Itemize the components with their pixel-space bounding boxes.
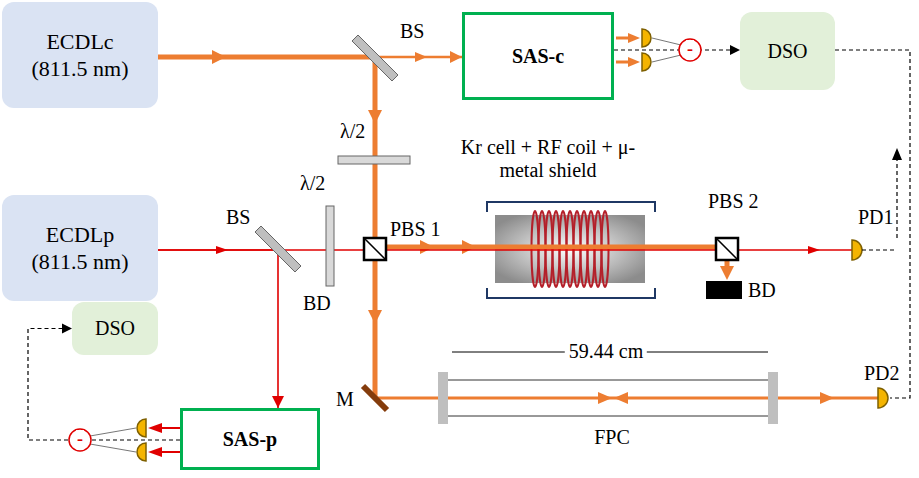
signal-line	[862, 249, 897, 250]
node-text: (811.5 nm)	[32, 55, 129, 83]
node-text: DSO	[767, 39, 807, 64]
laser-box: ECDLp(811.5 nm)	[2, 195, 158, 301]
half-wave-plate	[338, 156, 410, 164]
spectroscopy-box: SAS-p	[180, 408, 320, 470]
wire	[90, 444, 136, 452]
beam	[162, 427, 180, 429]
subtractor	[69, 429, 91, 451]
node-text: SAS-c	[512, 44, 564, 69]
part-label: Kr cell + RF coil + μ-metal shield	[441, 136, 655, 182]
subtractor-sign: -	[686, 40, 694, 58]
beam-arrow	[820, 392, 834, 404]
beam-arrow	[148, 447, 162, 457]
signal-line	[835, 50, 910, 398]
part-label: λ/2	[340, 120, 365, 143]
beam-arrow	[216, 246, 228, 254]
laser-box: ECDLc(811.5 nm)	[2, 2, 158, 108]
oscilloscope-box: DSO	[740, 12, 835, 90]
beam-arrow	[808, 246, 820, 254]
part-label: 59.44 cm	[565, 340, 647, 363]
beam	[616, 37, 630, 40]
oscilloscope-box: DSO	[72, 302, 158, 355]
pbs-cube	[364, 238, 386, 260]
beam-splitter	[255, 226, 301, 272]
beam-arrow	[415, 52, 427, 62]
probe-beam	[158, 249, 852, 251]
photodiode	[137, 443, 146, 461]
half-wave-plate	[326, 206, 334, 286]
cavity-mirror	[768, 372, 778, 424]
mirror	[363, 386, 387, 410]
part-label: PBS 2	[708, 190, 759, 213]
part-label: BS	[226, 206, 250, 229]
node-text: DSO	[95, 316, 135, 341]
beam-splitter	[352, 35, 398, 81]
node-text: (811.5 nm)	[32, 248, 129, 276]
beam-arrow	[628, 33, 640, 43]
beam-arrow	[368, 110, 382, 124]
node-text: ECDLp	[46, 221, 114, 249]
subtractor-sign: -	[76, 430, 84, 448]
pbs-diagonal	[364, 238, 386, 260]
cavity-spacer	[448, 380, 768, 381]
beam-arrow	[598, 392, 612, 404]
connector	[158, 250, 278, 408]
spectroscopy-box: SAS-c	[462, 12, 614, 100]
part-label: PD1	[858, 206, 894, 229]
beam	[616, 61, 630, 64]
beam-arrow	[212, 50, 226, 64]
part-label: PBS 1	[390, 218, 441, 241]
part-label: PD2	[864, 362, 900, 385]
beam-arrow	[420, 240, 434, 254]
part-label: FPC	[594, 426, 630, 449]
beam	[162, 451, 180, 453]
beam-arrow	[462, 240, 476, 254]
laser-beam	[158, 55, 375, 60]
photodiode	[852, 240, 862, 260]
beam-dump	[706, 281, 742, 299]
pbs-cube	[716, 238, 738, 260]
laser-beam	[373, 57, 378, 398]
part-label: BD	[748, 279, 776, 302]
photodiode	[642, 53, 651, 71]
photodiode	[137, 419, 146, 437]
photodiode	[642, 29, 651, 47]
node-text: ECDLc	[46, 28, 113, 56]
connector	[614, 49, 740, 50]
pbs-diagonal	[716, 238, 738, 260]
part-label: BD	[303, 292, 331, 315]
beam-arrow	[368, 310, 382, 324]
wire	[652, 38, 681, 45]
wire	[652, 55, 681, 62]
beam-arrow	[720, 266, 734, 280]
wire	[90, 428, 136, 436]
cavity-spacer	[448, 416, 768, 417]
subtractor	[679, 39, 701, 61]
beam-arrow	[628, 57, 640, 67]
node-text: SAS-p	[223, 427, 277, 452]
signal-line	[896, 158, 897, 238]
part-label: BS	[400, 20, 424, 43]
beam-arrow	[614, 392, 628, 404]
photodiode	[878, 388, 888, 408]
beam-arrow	[148, 423, 162, 433]
part-label: M	[336, 388, 354, 411]
cavity-mirror	[438, 372, 448, 424]
signal-arrow	[892, 148, 902, 160]
part-label: λ/2	[300, 172, 325, 195]
